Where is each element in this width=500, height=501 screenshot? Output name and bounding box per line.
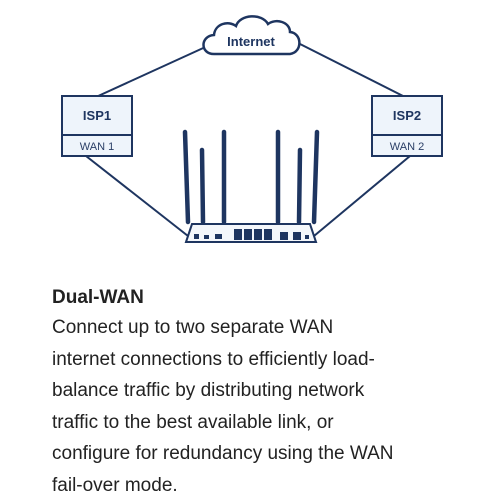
wan1-label: WAN 1 — [80, 141, 114, 153]
feature-description: Connect up to two separate WAN internet … — [52, 312, 472, 501]
port-lan-4 — [264, 229, 272, 240]
port-reset — [305, 235, 309, 239]
line-isp2-router — [314, 156, 410, 236]
antenna-1 — [185, 132, 188, 222]
description-line: balance traffic by distributing network — [52, 375, 472, 407]
feature-caption: Dual-WAN Connect up to two separate WAN … — [52, 284, 472, 501]
isp2-box: ISP2 WAN 2 — [372, 96, 442, 156]
cloud-label: Internet — [227, 34, 275, 49]
port-button — [215, 234, 222, 239]
connection-lines — [86, 44, 410, 236]
feature-title: Dual-WAN — [52, 284, 472, 312]
line-isp1-router — [86, 156, 188, 236]
port-wan-2 — [293, 232, 301, 240]
description-line: Connect up to two separate WAN — [52, 312, 472, 344]
description-line: configure for redundancy using the WAN — [52, 438, 472, 470]
wan2-label: WAN 2 — [390, 141, 424, 153]
antenna-5 — [299, 150, 300, 222]
network-diagram: Internet ISP1 WAN 1 ISP2 WAN 2 — [0, 0, 500, 262]
router-antennas — [185, 132, 317, 222]
antenna-2 — [202, 150, 203, 222]
port-lan-3 — [254, 229, 262, 240]
description-line: traffic to the best available link, or — [52, 407, 472, 439]
description-line: internet connections to efficiently load… — [52, 344, 472, 376]
isp2-label: ISP2 — [393, 108, 421, 123]
port-lan-2 — [244, 229, 252, 240]
isp1-label: ISP1 — [83, 108, 111, 123]
line-cloud-isp1 — [96, 44, 212, 97]
description-line: fail-over mode. — [52, 470, 472, 501]
antenna-6 — [314, 132, 317, 222]
port-power — [194, 234, 199, 239]
port-usb — [204, 235, 209, 239]
router-icon — [185, 132, 317, 242]
internet-cloud: Internet — [204, 16, 300, 54]
line-cloud-isp2 — [300, 44, 405, 97]
port-wan-1 — [280, 232, 288, 240]
port-lan-1 — [234, 229, 242, 240]
isp1-box: ISP1 WAN 1 — [62, 96, 132, 156]
